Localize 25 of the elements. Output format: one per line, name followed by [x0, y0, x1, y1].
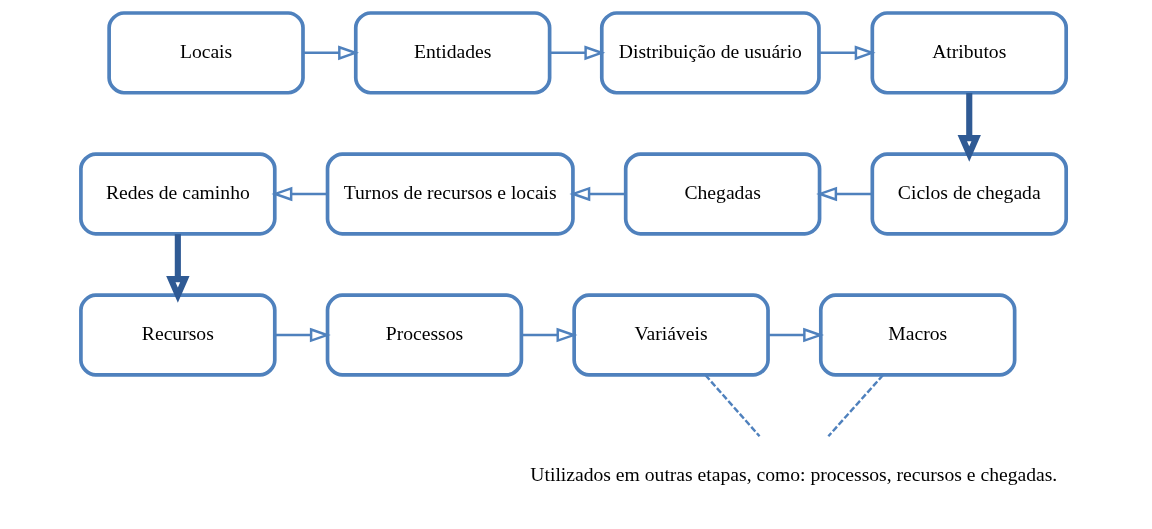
- arrow: [819, 45, 876, 61]
- node-box: Redes de caminho: [79, 152, 277, 236]
- arrow: [271, 186, 328, 202]
- node-box: Turnos de recursos e locais: [325, 152, 575, 236]
- arrow: [768, 327, 824, 343]
- node-box: Macros: [818, 293, 1017, 377]
- node-box: Processos: [325, 293, 524, 377]
- arrow: [166, 234, 190, 303]
- node-box: Chegadas: [623, 152, 822, 236]
- arrow: [303, 45, 359, 61]
- node-box: Recursos: [79, 293, 277, 377]
- arrow: [549, 45, 606, 61]
- node-box: Entidades: [353, 11, 552, 95]
- node-box: Variáveis: [572, 293, 770, 377]
- node-box: Locais: [107, 11, 305, 95]
- node-text: Utilizados em outras etapas, como: processos, recursos e chegadas.: [530, 463, 1058, 485]
- node-box: Distribuição de usuário: [599, 11, 821, 95]
- arrow: [275, 327, 331, 343]
- connector: [704, 374, 761, 438]
- arrow: [816, 186, 872, 202]
- node-box: Ciclos de chegada: [870, 152, 1068, 236]
- arrow: [569, 186, 626, 202]
- node-box: Atributos: [870, 11, 1068, 95]
- arrow: [521, 327, 578, 343]
- connector: [827, 374, 884, 438]
